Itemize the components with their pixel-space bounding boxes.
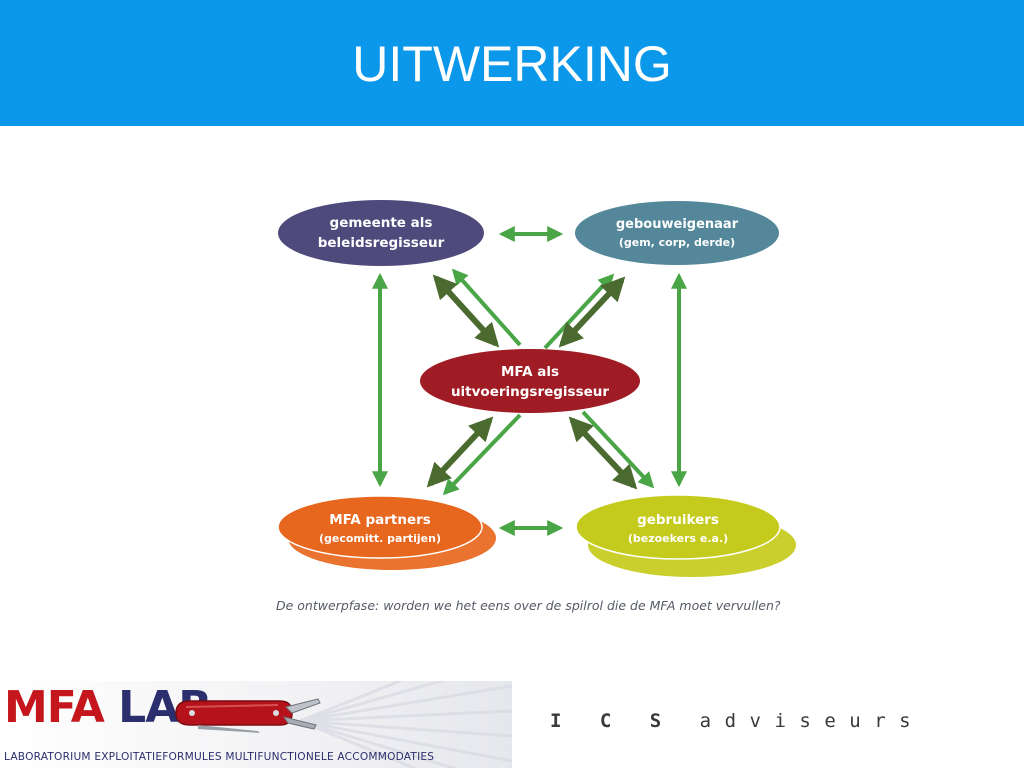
arrow-mfa-gebruikers-light <box>581 410 655 489</box>
node-gebruikers-line2: (bezoekers e.a.) <box>628 532 728 545</box>
node-gebruikers: gebruikers (bezoekers e.a.) <box>575 494 796 577</box>
logo-word-mfa: MFA <box>4 682 119 733</box>
node-gemeente: gemeente als beleidsregisseur <box>278 200 484 266</box>
node-gebouweigenaar-line2: (gem, corp, derde) <box>619 236 735 249</box>
node-mfa: MFA als uitvoeringsregisseur <box>420 349 640 413</box>
node-partners-line2: (gecomitt. partijen) <box>319 532 441 545</box>
arrow-mfa-gebruikers-dark <box>568 416 638 490</box>
mfa-lab-logo: MFA LAB LABORATORIUM EXPLOITATIEFORMULES… <box>0 681 512 768</box>
arrow-mfa-partners-dark <box>426 416 494 488</box>
node-gebouweigenaar-line1: gebouweigenaar <box>616 217 739 232</box>
node-partners-line1: MFA partners <box>329 512 431 528</box>
arrow-mfa-gebouweigenaar-light <box>543 273 615 350</box>
swiss-knife-icon <box>175 698 321 733</box>
ics-adviseurs-logo: I C S adviseurs <box>550 708 924 734</box>
node-gemeente-line1: gemeente als <box>330 215 433 231</box>
ics-letters: I C S <box>550 710 675 732</box>
logo-rays-graphic <box>299 681 512 768</box>
arrows <box>372 226 687 536</box>
ics-word: adviseurs <box>699 710 925 732</box>
slide-title: UITWERKING <box>352 36 672 92</box>
arrow-mfa-partners-light <box>442 413 522 496</box>
node-gemeente-line2: beleidsregisseur <box>318 235 445 251</box>
node-gebruikers-line1: gebruikers <box>637 512 719 528</box>
node-partners: MFA partners (gecomitt. partijen) <box>277 495 496 570</box>
diagram-caption: De ontwerpfase: worden we het eens over … <box>276 598 781 613</box>
logo-subtitle: LABORATORIUM EXPLOITATIEFORMULES MULTIFU… <box>4 751 435 763</box>
node-mfa-line2: uitvoeringsregisseur <box>451 384 609 400</box>
arrow-mfa-gemeente-dark <box>432 274 500 348</box>
node-gebouweigenaar: gebouweigenaar (gem, corp, derde) <box>575 201 779 265</box>
node-mfa-line1: MFA als <box>501 364 559 380</box>
arrow-mfa-gebouweigenaar-dark <box>558 276 626 348</box>
title-bar: UITWERKING <box>0 0 1024 126</box>
